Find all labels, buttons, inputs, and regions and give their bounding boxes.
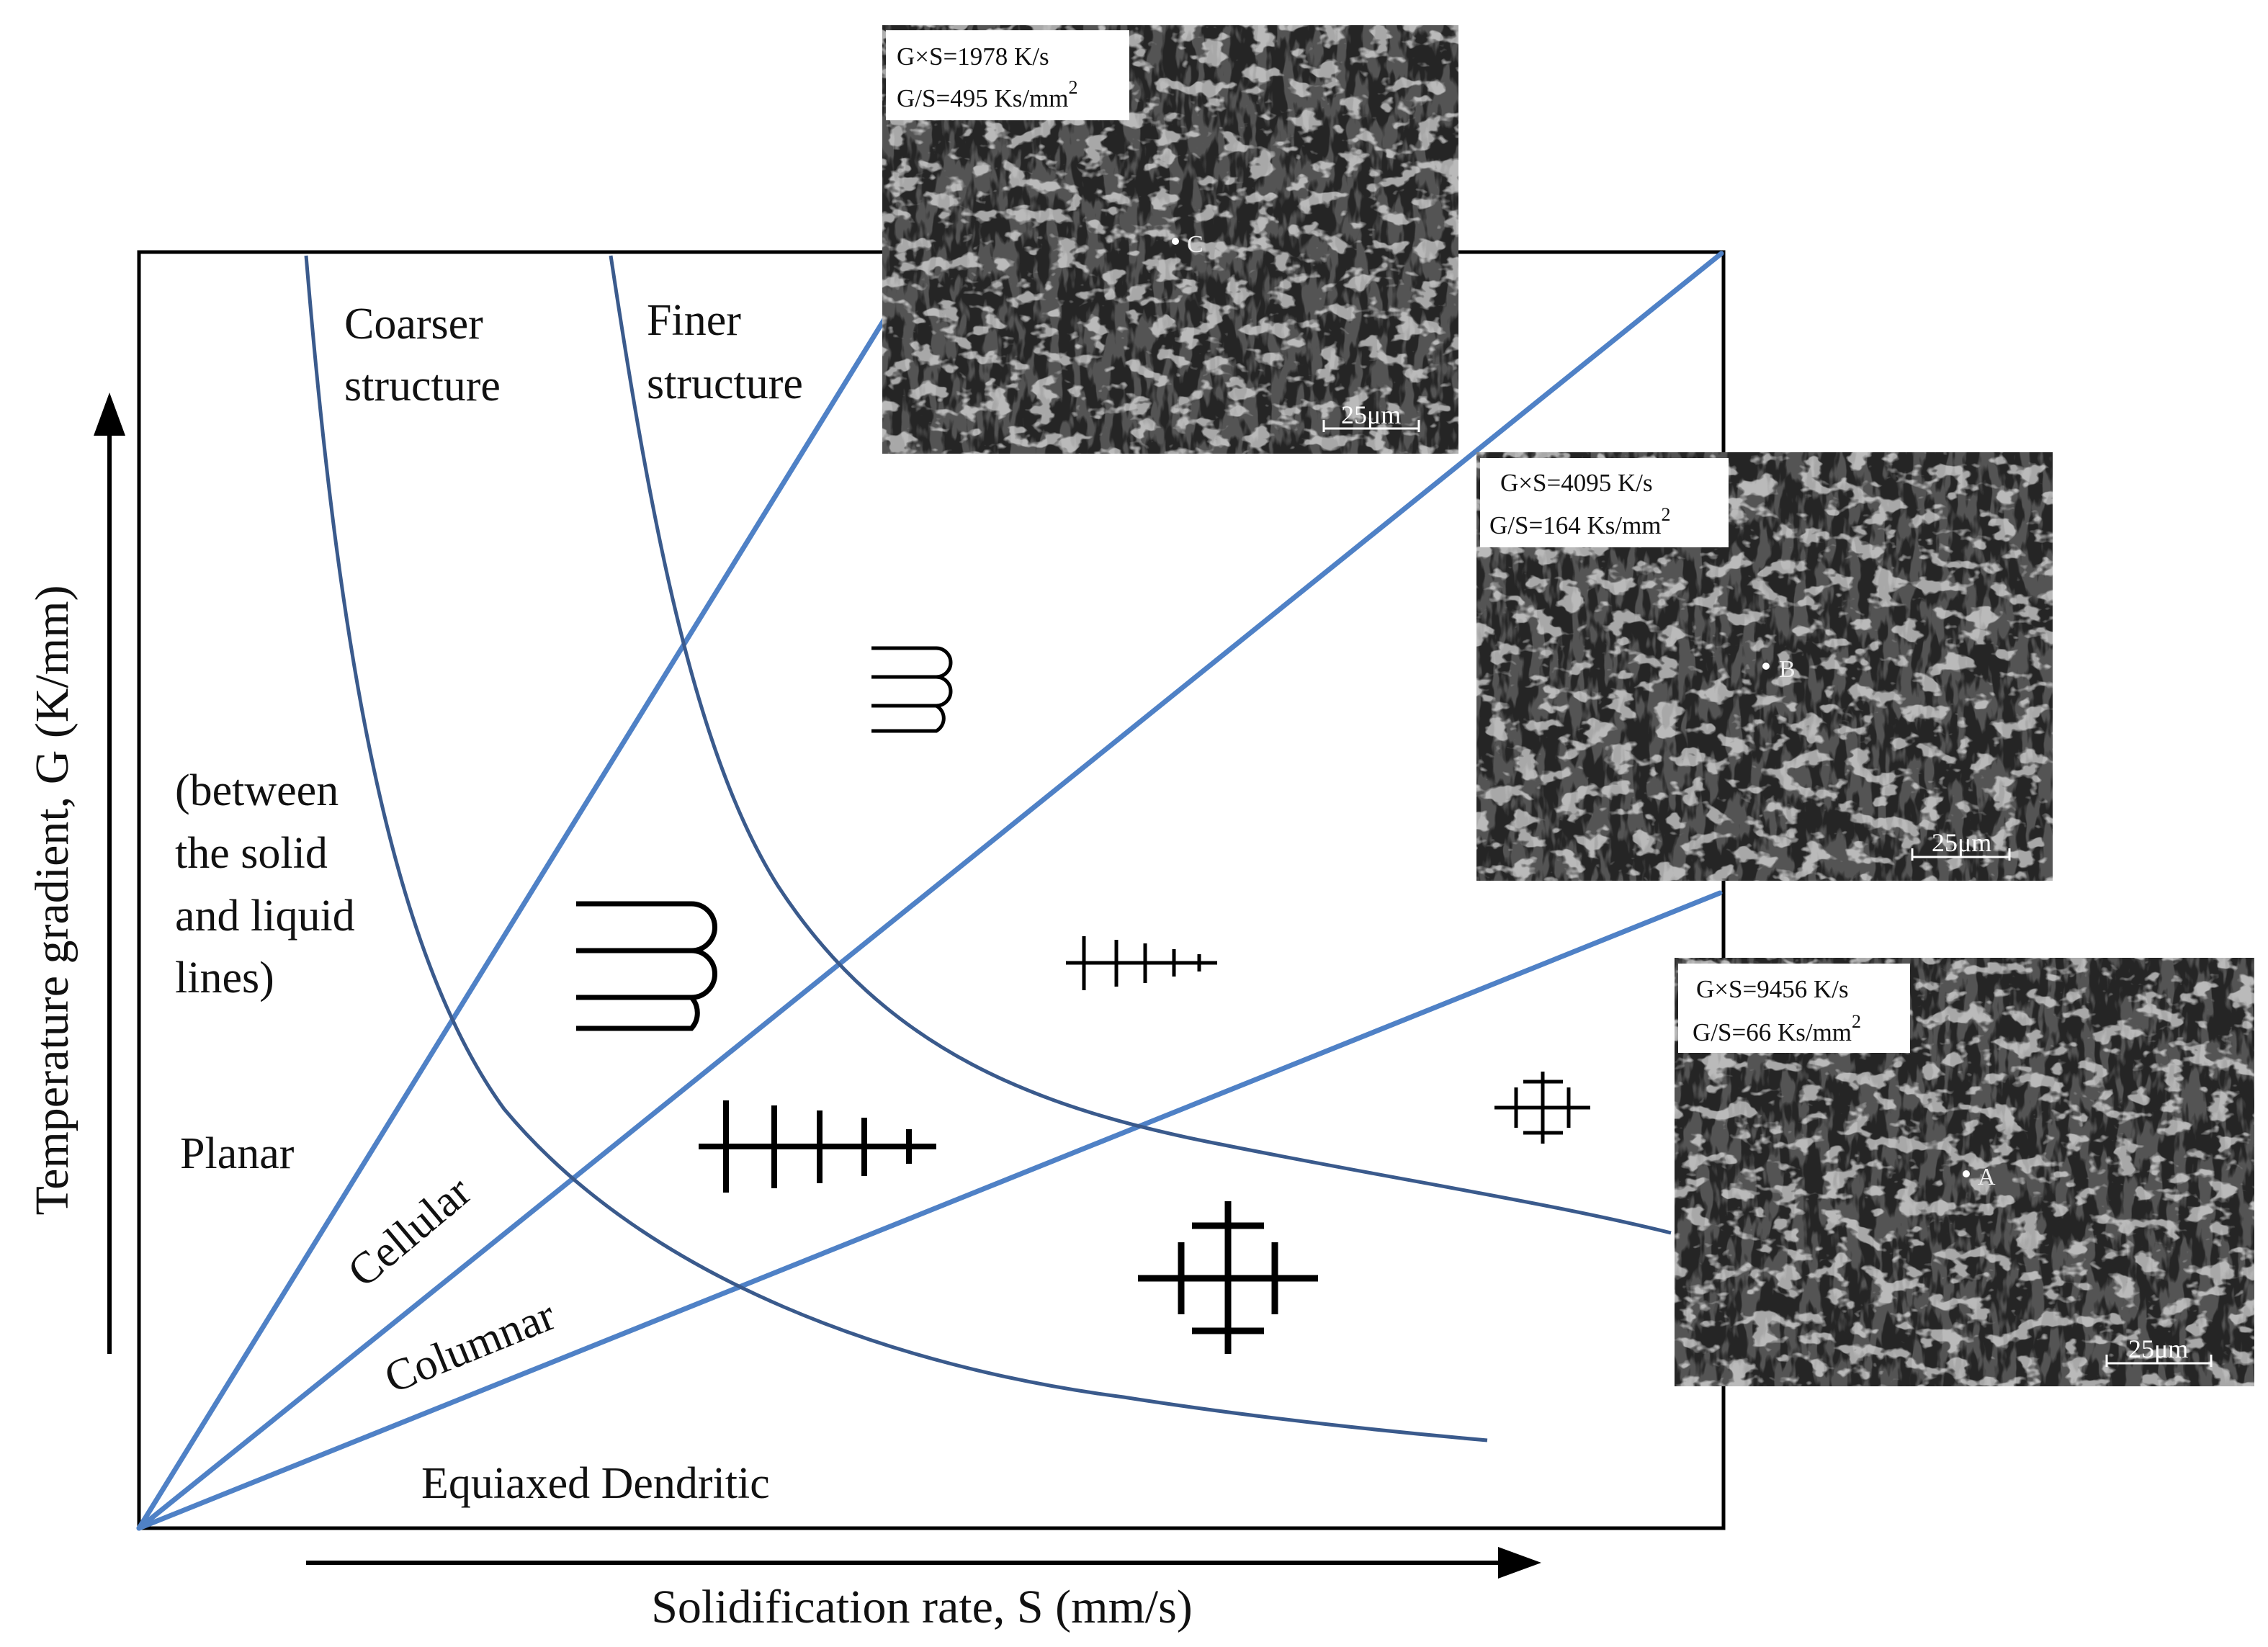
cellular-label: Cellular: [339, 1167, 480, 1297]
micrograph-b: G×S=4095 K/s G/S=164 Ks/mm2 B 25μm: [1476, 452, 2053, 881]
micrograph-c-caption-box: [886, 30, 1129, 120]
fine-cooling-curve: [609, 255, 1672, 1235]
cellular-small-glyph: [871, 646, 953, 733]
micrograph-a-scale-label: 25μm: [2128, 1334, 2188, 1363]
y-axis-arrowhead: [94, 392, 125, 436]
micrograph-c-scale-bar: [1322, 420, 1420, 432]
micrograph-a-point-label: A: [1978, 1164, 1996, 1190]
micrograph-c-scale-label: 25μm: [1341, 400, 1401, 429]
equiaxed-dendrite-small-glyph: [1494, 1072, 1590, 1144]
columnar-dendrite-small-glyph: [1066, 936, 1217, 990]
equiaxed-dendritic-label: Equiaxed Dendritic: [421, 1459, 770, 1508]
cooling-rate-curves: [304, 255, 1672, 1442]
finer-structure-label: Finer structure: [647, 296, 803, 408]
micrograph-b-caption-box: [1480, 458, 1729, 547]
cellular-columnar-boundary-line: [136, 251, 1724, 1531]
micrograph-b-scale-bar: [1911, 848, 2011, 861]
micrograph-a-gxs: G×S=9456 K/s: [1696, 975, 1849, 1003]
columnar-label: Columnar: [378, 1291, 562, 1403]
micrograph-a-caption-box: [1678, 964, 1910, 1053]
micrograph-c-point-marker: [1172, 238, 1179, 245]
columnar-equiaxed-boundary-line: [136, 890, 1723, 1531]
y-axis-label: Temperature gradient, G (K/mm): [26, 585, 79, 1215]
micrograph-b-scale-label: 25μm: [1932, 828, 1991, 857]
planar-label: Planar: [180, 1129, 295, 1178]
between-solid-liquid-label: (between the solid and liquid lines): [175, 766, 366, 1002]
micrograph-b-point-label: B: [1779, 656, 1796, 683]
x-axis-arrowhead: [1498, 1547, 1541, 1579]
micrograph-b-point-marker: [1762, 663, 1770, 670]
micrograph-c-gs: G/S=495 Ks/mm2: [897, 77, 1078, 112]
micrograph-c-gxs: G×S=1978 K/s: [897, 42, 1049, 71]
planar-cellular-boundary-line: [136, 314, 889, 1531]
cellular-large-glyph: [576, 901, 717, 1031]
micrograph-a-point-marker: [1963, 1170, 1970, 1177]
micrograph-a-scale-bar: [2105, 1355, 2213, 1367]
micrograph-c-point-label: C: [1187, 231, 1204, 258]
micrograph-a-gs: G/S=66 Ks/mm2: [1693, 1011, 1861, 1046]
coarse-cooling-curve: [304, 255, 1488, 1442]
micrograph-c: G×S=1978 K/s G/S=495 Ks/mm2 C 25μm: [882, 25, 1458, 454]
micrograph-a: G×S=9456 K/s G/S=66 Ks/mm2 A 25μm: [1675, 958, 2254, 1386]
ratio-lines: [136, 251, 1724, 1531]
x-axis-label: Solidification rate, S (mm/s): [651, 1581, 1193, 1633]
micrograph-b-gxs: G×S=4095 K/s: [1500, 469, 1653, 497]
equiaxed-dendrite-large-glyph: [1138, 1201, 1318, 1354]
micrograph-b-gs: G/S=164 Ks/mm2: [1489, 504, 1671, 539]
columnar-dendrite-large-glyph: [699, 1100, 936, 1193]
coarser-structure-label: Coarser structure: [344, 300, 501, 410]
